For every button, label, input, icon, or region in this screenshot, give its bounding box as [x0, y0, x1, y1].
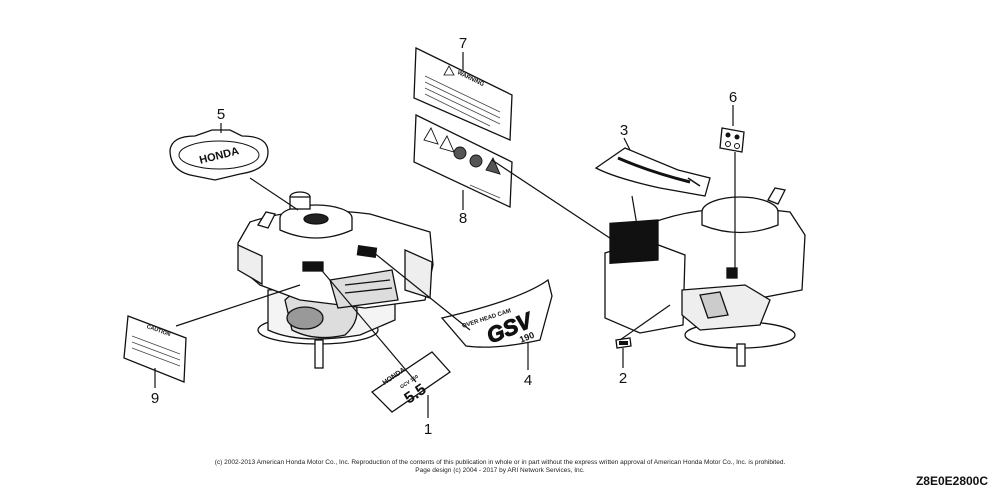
part-6-choke-label — [719, 127, 745, 153]
callout-8: 8 — [459, 210, 467, 227]
part-3-curved-decal — [594, 147, 711, 197]
callout-1: 1 — [424, 421, 432, 438]
callout-2: 2 — [619, 370, 627, 387]
part-5-honda-emblem: HONDA — [169, 129, 269, 181]
part-2-small-decal — [615, 337, 632, 349]
part-8-pictogram-label — [413, 113, 513, 209]
callout-5: 5 — [217, 106, 225, 123]
diagram-code: Z8E0E2800C — [915, 474, 988, 488]
engine-right — [604, 187, 806, 367]
engine-left — [237, 191, 434, 369]
part-7-warning-label: WARNING — [413, 46, 513, 141]
part-9-caution-label: CAUTION — [123, 315, 187, 383]
callout-7: 7 — [459, 35, 467, 52]
callout-3: 3 — [620, 122, 628, 139]
part-1-rating-decal: HONDA GCV 160 5.5 — [370, 351, 451, 413]
copyright-line-1: (c) 2002-2013 American Honda Motor Co., … — [214, 459, 786, 466]
leader-lines — [154, 52, 736, 418]
copyright-line-2: Page design (c) 2004 - 2017 by ARI Netwo… — [415, 467, 585, 474]
part-4-ohc-decal: OVER HEAD CAM GSV 190 — [440, 278, 553, 349]
callout-4: 4 — [524, 372, 532, 389]
callout-6: 6 — [729, 89, 737, 106]
callout-9: 9 — [151, 390, 159, 407]
